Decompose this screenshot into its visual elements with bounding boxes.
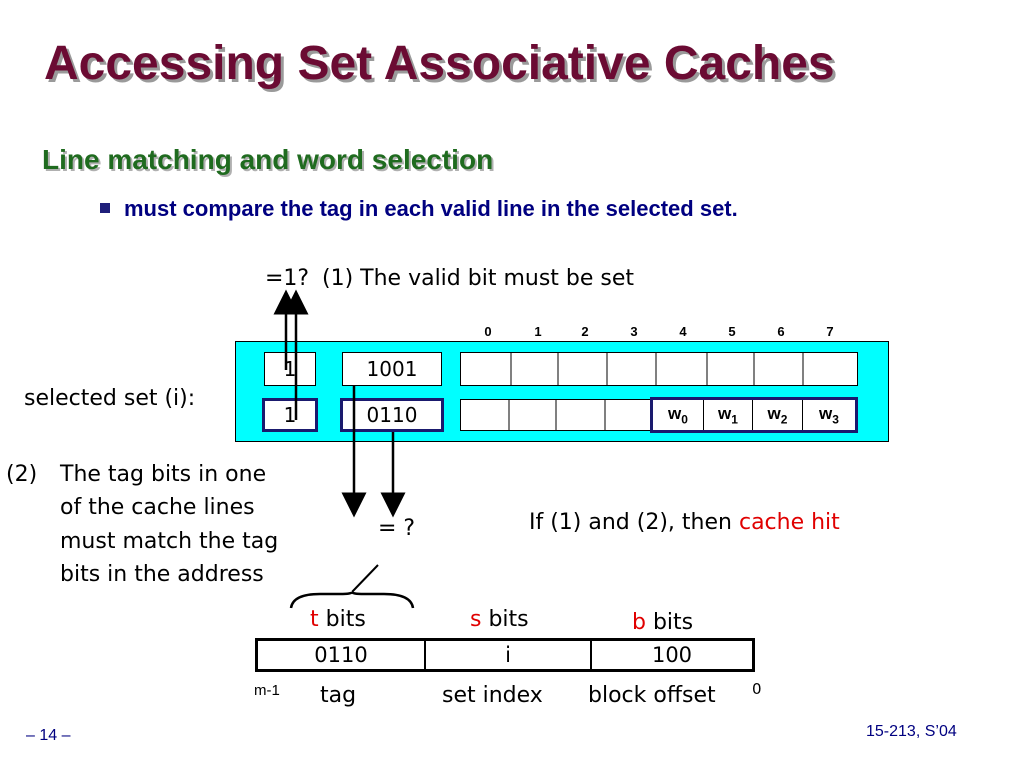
tag-match-line-3: must match the tag <box>60 529 279 554</box>
column-index: 1 <box>534 324 542 339</box>
section-heading: Line matching and word selection <box>42 144 494 175</box>
address-block-offset-value: 100 <box>651 643 693 667</box>
word-w0: w0 <box>653 400 704 430</box>
tag-brace <box>289 591 415 609</box>
column-index: 5 <box>728 324 736 339</box>
page-number: – 14 – <box>26 727 71 744</box>
address-tag-value: 0110 <box>258 641 426 669</box>
low-bit-label: 0 <box>752 680 762 698</box>
bullet-item: must compare the tag in each valid line … <box>100 196 738 222</box>
tag-match-number: (2) <box>6 462 38 487</box>
selected-set: 1 1001 1 0110 w0 w1 w2 w3 <box>235 341 889 442</box>
compare-pointer <box>351 564 379 593</box>
column-index: 4 <box>679 324 687 339</box>
valid-check-label: (1) The valid bit must be set <box>322 266 635 291</box>
column-index: 2 <box>581 324 589 339</box>
line-1-valid-bit: 1 <box>262 398 318 432</box>
set-index-field-name: set index <box>442 683 543 708</box>
tag-bits-label: t bits <box>310 607 366 632</box>
line-1-tag: 0110 <box>340 398 444 432</box>
set-bits-label: s bits <box>470 607 529 632</box>
address-fields: 0110 i 100 <box>255 638 755 672</box>
column-index: 6 <box>777 324 785 339</box>
tag-match-line-2: of the cache lines <box>60 495 255 520</box>
cache-hit-highlight: cache hit <box>738 510 840 535</box>
column-index: 3 <box>630 324 638 339</box>
line-0-block <box>460 352 858 386</box>
tag-match-line-4: bits in the address <box>60 562 264 587</box>
block-bits-label: b bits <box>632 610 694 635</box>
block-offset-field-name: block offset <box>588 683 716 708</box>
valid-check-expr: =1? <box>265 266 310 291</box>
square-bullet-icon <box>100 203 110 213</box>
cache-hit-statement: If (1) and (2), then cache hit <box>529 510 840 535</box>
compare-label: = ? <box>378 516 416 541</box>
high-bit-label: m-1 <box>254 682 280 699</box>
column-index: 7 <box>826 324 834 339</box>
tag-match-line-1: The tag bits in one <box>60 462 267 487</box>
line-0-tag: 1001 <box>342 352 442 386</box>
selected-set-label: selected set (i): <box>24 386 196 411</box>
word-w1: w1 <box>704 400 753 430</box>
slide-title: Accessing Set Associative Caches <box>44 37 835 90</box>
line-1-block-dividers <box>508 400 606 430</box>
tag-field-name: tag <box>320 683 357 708</box>
column-index: 0 <box>484 324 492 339</box>
selected-words-block: w0 w1 w2 w3 <box>650 397 858 433</box>
address-set-index-value: i <box>426 641 592 669</box>
course-label: 15-213, S’04 <box>866 723 957 740</box>
word-w2: w2 <box>753 400 803 430</box>
line-0-block-dividers <box>510 353 804 385</box>
word-w3: w3 <box>803 400 855 430</box>
bullet-text: must compare the tag in each valid line … <box>124 196 738 221</box>
